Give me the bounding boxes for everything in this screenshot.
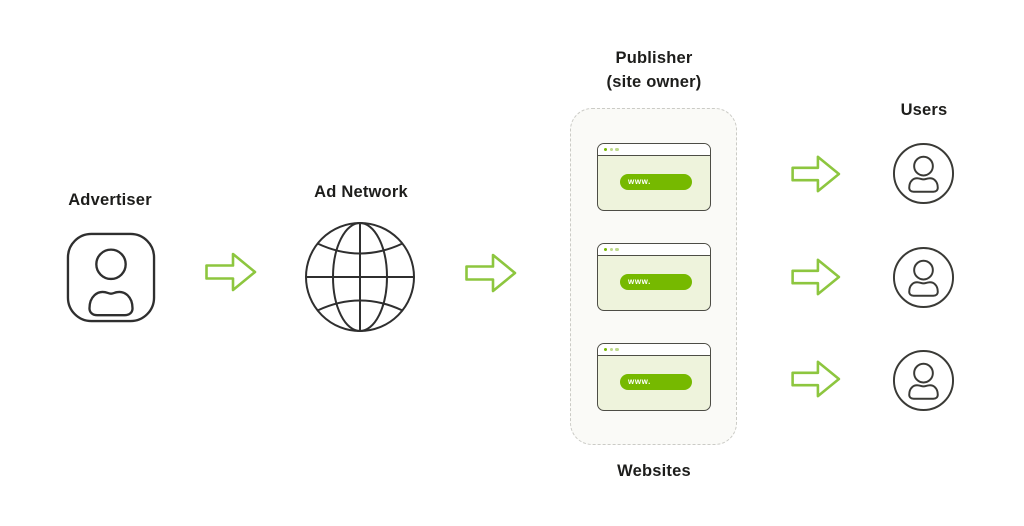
arrow-advertiser-to-adnetwork-icon	[204, 250, 258, 294]
websites-caption: Websites	[617, 462, 691, 480]
users-label: Users	[900, 101, 948, 119]
browser-titlebar	[598, 344, 710, 356]
browser-window: www.	[597, 243, 711, 311]
window-dot-icon	[615, 247, 619, 252]
publisher-websites-panel: www. www. www.	[570, 108, 737, 445]
publisher-title-line1: Publisher	[615, 49, 693, 67]
window-dot-icon	[615, 347, 619, 352]
arrow-adnetwork-to-publisher-icon	[464, 251, 518, 295]
url-text: www.	[628, 177, 651, 186]
arrow-website-to-user-icon	[790, 256, 842, 298]
publisher-title: Publisher (site owner)	[574, 46, 734, 94]
advertiser-label: Advertiser	[68, 191, 152, 209]
user-avatar-icon	[892, 142, 955, 205]
arrow-website-to-user-icon	[790, 153, 842, 195]
browser-window: www.	[597, 343, 711, 411]
user-avatar-icon	[892, 246, 955, 309]
arrow-website-to-user-icon	[790, 358, 842, 400]
publisher-title-line2: (site owner)	[606, 73, 702, 91]
window-dot-icon	[609, 247, 613, 252]
advertiser-person-icon	[66, 232, 156, 324]
window-dot-icon	[604, 247, 608, 252]
globe-icon	[304, 221, 416, 333]
window-dot-icon	[609, 347, 613, 352]
url-text: www.	[628, 377, 651, 386]
browser-titlebar	[598, 144, 710, 156]
url-pill: www.	[620, 174, 692, 190]
url-pill: www.	[620, 374, 692, 390]
window-dot-icon	[609, 147, 613, 152]
ad-network-label: Ad Network	[314, 183, 408, 201]
window-dot-icon	[604, 347, 608, 352]
window-dot-icon	[604, 147, 608, 152]
url-pill: www.	[620, 274, 692, 290]
window-dot-icon	[615, 147, 619, 152]
browser-window: www.	[597, 143, 711, 211]
user-avatar-icon	[892, 349, 955, 412]
browser-titlebar	[598, 244, 710, 256]
url-text: www.	[628, 277, 651, 286]
